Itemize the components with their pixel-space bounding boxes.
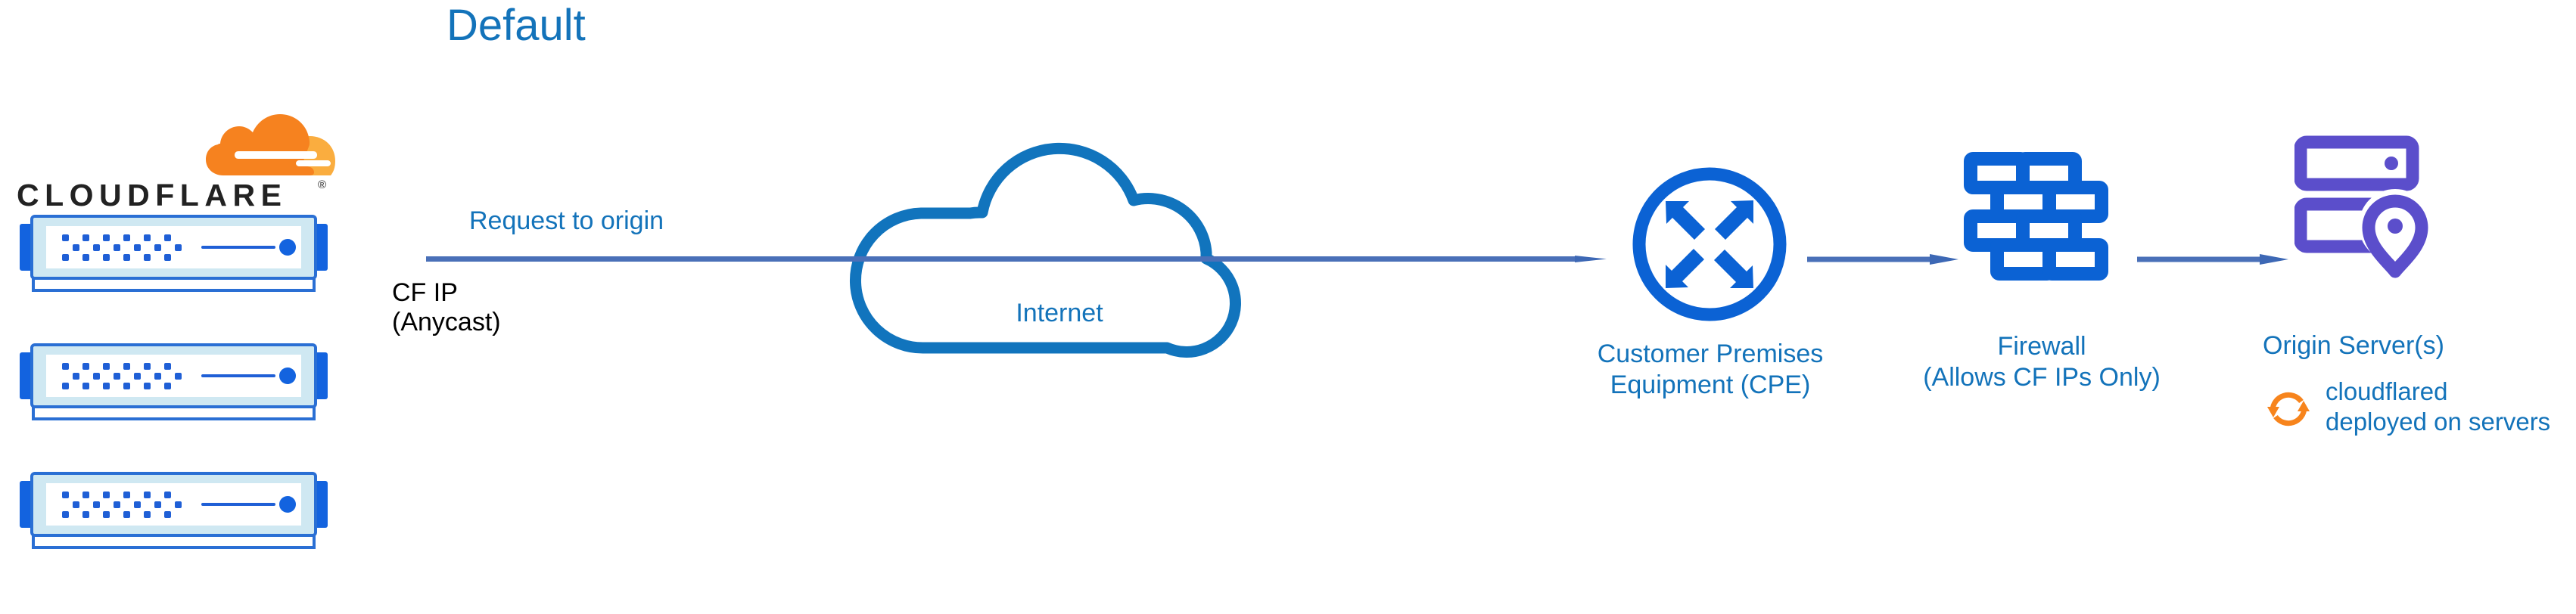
- registered-trademark-symbol: ®: [318, 178, 327, 191]
- sync-arrows-icon: [2265, 386, 2312, 433]
- cf-ip-label: CF IP (Anycast): [392, 278, 642, 337]
- cloudflare-cloud-icon: [192, 106, 340, 181]
- connector-request-to-origin: [426, 256, 1607, 262]
- server-rack-pin-icon: [2294, 135, 2438, 278]
- cf-ip-label-line2: (Anycast): [392, 308, 501, 336]
- cloudflare-edge-server-3: [17, 470, 331, 554]
- origin-server-label: Origin Server(s): [2263, 331, 2444, 360]
- cloudflare-logo: CLOUDFLARE ®: [17, 106, 335, 212]
- internet-label: Internet: [1016, 299, 1103, 327]
- cpe-label-line2: Equipment (CPE): [1610, 370, 1811, 399]
- page-title: Default: [446, 1, 586, 50]
- cpe-label-line1: Customer Premises: [1597, 340, 1824, 368]
- cloud-outline-icon: [842, 103, 1270, 367]
- firewall-label-line2: (Allows CF IPs Only): [1923, 362, 2161, 392]
- connector-cpe-to-firewall: [1807, 254, 1958, 265]
- cf-ip-label-line1: CF IP: [392, 278, 458, 307]
- connector-firewall-to-origin: [2137, 254, 2288, 265]
- connector-label-request-to-origin: Request to origin: [469, 206, 664, 235]
- cloudflare-edge-server-2: [17, 342, 331, 425]
- firewall-label-line1: Firewall: [1997, 332, 2086, 361]
- cpe-label: Customer Premises Equipment (CPE): [1536, 339, 1884, 401]
- firewall-label: Firewall (Allows CF IPs Only): [1890, 331, 2193, 393]
- router-arrows-circle-icon: [1630, 165, 1789, 324]
- cloudflare-edge-server-1: [17, 213, 331, 296]
- cloudflare-wordmark: CLOUDFLARE: [17, 178, 288, 212]
- cloudflared-note-text: cloudflared deployed on servers: [2326, 377, 2551, 436]
- brick-wall-icon: [1962, 151, 2113, 299]
